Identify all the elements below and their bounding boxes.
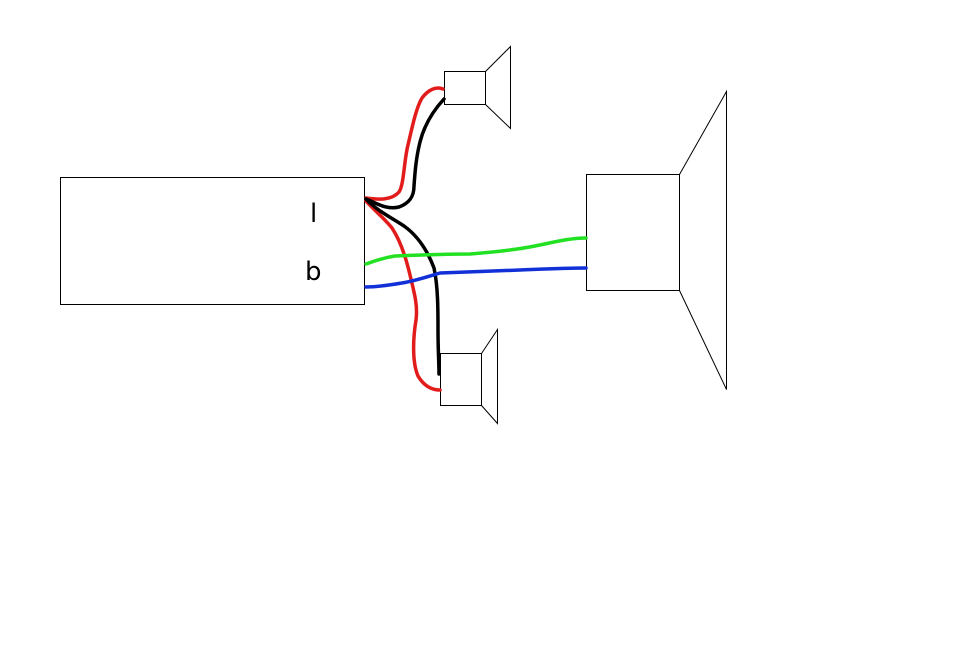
black-wire-top — [364, 97, 446, 210]
bottom-speaker-magnet — [440, 353, 482, 406]
large-speaker-cone — [679, 89, 727, 390]
top-speaker-magnet — [444, 71, 486, 105]
green-wire — [364, 236, 588, 266]
top-small-speaker — [444, 45, 511, 130]
large-speaker-magnet — [586, 174, 680, 291]
upper-terminal-label: l — [310, 199, 317, 229]
main-unit-box — [60, 177, 365, 305]
top-speaker-cone — [485, 45, 511, 130]
bottom-speaker-cone — [481, 327, 498, 425]
blue-wire — [364, 266, 588, 289]
red-wire-bottom — [364, 199, 442, 392]
large-speaker — [586, 89, 727, 390]
bottom-small-speaker — [440, 327, 498, 425]
black-wire-bottom — [364, 197, 441, 376]
lower-terminal-label: b — [305, 257, 322, 287]
red-wire-top — [364, 86, 445, 201]
